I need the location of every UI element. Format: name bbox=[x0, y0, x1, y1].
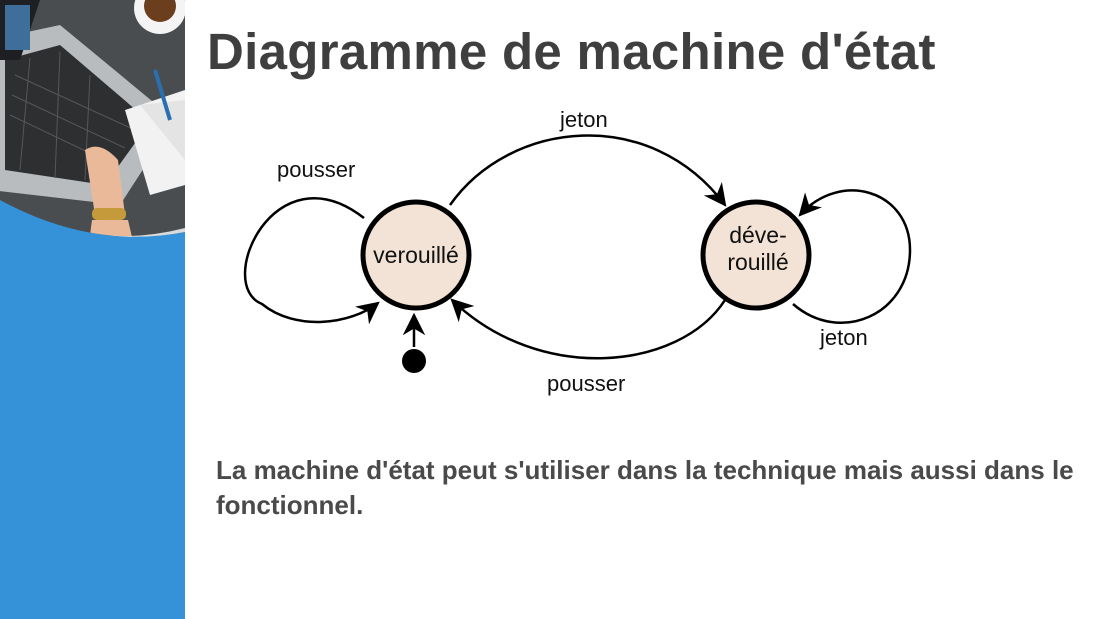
slide-body-text: La machine d'état peut s'utiliser dans l… bbox=[216, 455, 1074, 520]
desk-photo-image bbox=[0, 0, 185, 237]
locked-self-loop-label: pousser bbox=[277, 157, 355, 182]
state-locked: verouillé bbox=[360, 199, 472, 311]
locked-to-unlocked-arrow bbox=[448, 134, 727, 207]
state-locked-label: verouillé bbox=[373, 242, 459, 268]
state-unlocked-label-line1: déve- bbox=[729, 222, 787, 248]
unlocked-to-locked-arrow bbox=[450, 298, 727, 360]
initial-state-dot bbox=[402, 349, 426, 373]
slide-title: Diagramme de machine d'état bbox=[207, 23, 936, 80]
sidebar-decoration bbox=[0, 0, 185, 619]
state-unlocked-label-line2: rouillé bbox=[727, 249, 788, 275]
state-machine-diagram: pousser jeton pousser jeton verouillé dé… bbox=[243, 107, 912, 396]
locked-self-loop-arrow bbox=[243, 197, 380, 325]
state-unlocked: déve- rouillé bbox=[700, 199, 812, 311]
unlocked-self-loop-label: jeton bbox=[819, 325, 868, 350]
unlocked-to-locked-label: pousser bbox=[547, 371, 625, 396]
unlocked-self-loop-arrow bbox=[792, 189, 912, 324]
locked-to-unlocked-label: jeton bbox=[559, 107, 608, 132]
